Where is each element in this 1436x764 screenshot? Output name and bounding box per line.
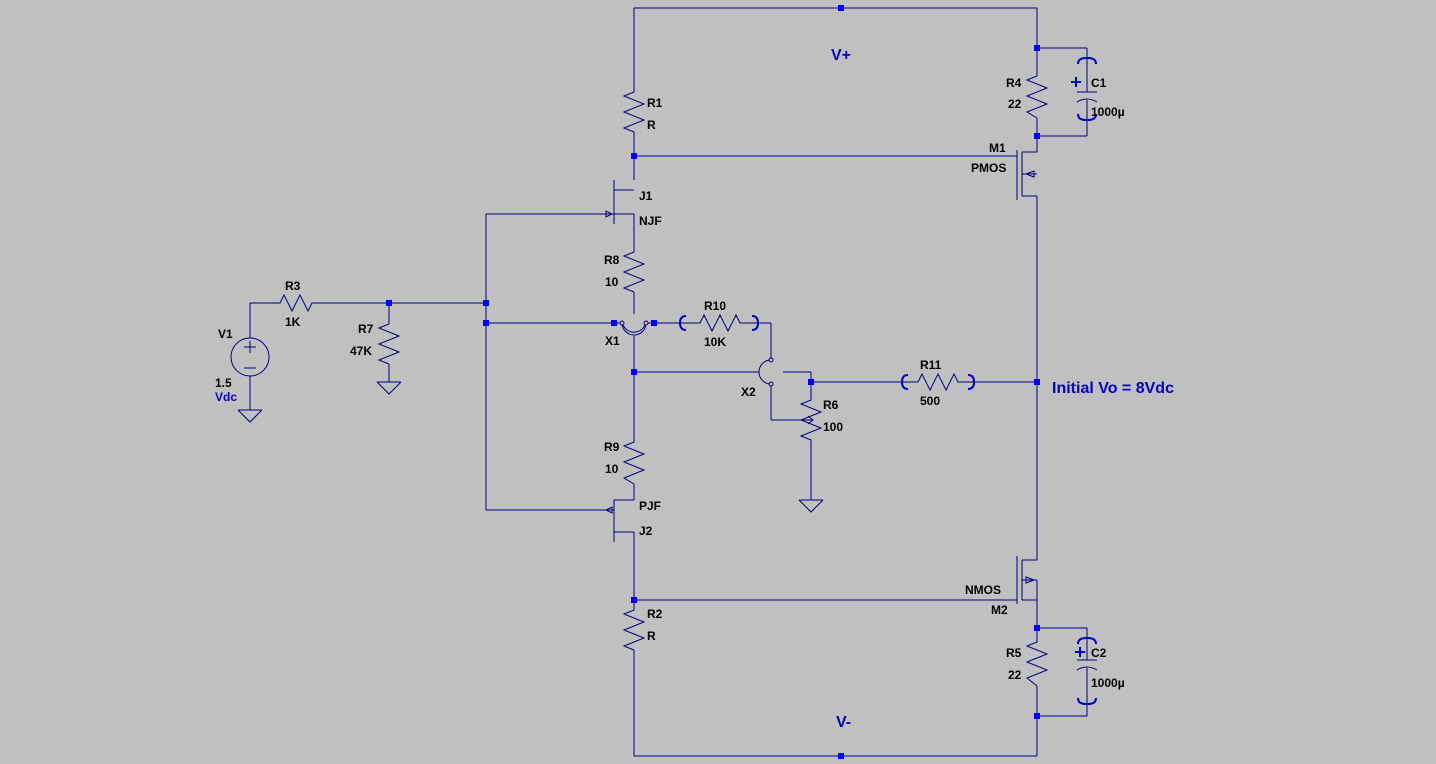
label-r10-value: 10K xyxy=(704,335,726,349)
net-label-vplus: V+ xyxy=(831,47,851,64)
label-c1-value: 1000µ xyxy=(1091,105,1125,119)
capacitor-c2[interactable] xyxy=(1075,637,1098,705)
label-v1-name: V1 xyxy=(218,327,233,341)
resistor-r11[interactable] xyxy=(900,372,976,392)
label-j1-name: J1 xyxy=(639,189,653,203)
label-j1-model: NJF xyxy=(639,214,662,228)
label-r11-name: R11 xyxy=(920,358,942,372)
jfet-j1[interactable] xyxy=(605,210,614,218)
capacitor-c1[interactable] xyxy=(1071,57,1098,121)
label-r6-name: R6 xyxy=(823,398,839,412)
crossover-x2 xyxy=(758,357,774,387)
label-m1-model: PMOS xyxy=(971,161,1006,175)
resistor-r3[interactable] xyxy=(276,293,316,313)
label-r3-name: R3 xyxy=(285,279,301,293)
label-c2-name: C2 xyxy=(1091,646,1107,660)
potentiometer-r6[interactable] xyxy=(799,394,823,446)
resistor-r7[interactable] xyxy=(377,318,401,365)
ground-symbol xyxy=(376,381,402,395)
net-label-vminus: V- xyxy=(836,714,851,731)
label-r6-value: 100 xyxy=(823,420,843,434)
resistor-r1[interactable] xyxy=(622,86,646,134)
resistor-r5[interactable] xyxy=(1025,636,1049,687)
label-j2-name: J2 xyxy=(639,524,653,538)
label-v1-type: Vdc xyxy=(215,390,237,404)
resistor-r4[interactable] xyxy=(1025,72,1049,119)
label-r4-name: R4 xyxy=(1006,76,1022,90)
ground-symbol xyxy=(798,499,824,513)
label-r11-value: 500 xyxy=(920,394,940,408)
resistor-r8[interactable] xyxy=(622,246,646,293)
label-c2-value: 1000µ xyxy=(1091,676,1125,690)
label-m2-name: M2 xyxy=(991,603,1008,617)
label-r2-value: R xyxy=(647,629,656,643)
label-r9-value: 10 xyxy=(605,462,619,476)
mosfet-m1[interactable] xyxy=(1024,170,1035,178)
label-r2-name: R2 xyxy=(647,607,663,621)
net-label-output: Initial Vo = 8Vdc xyxy=(1052,380,1174,397)
label-j2-model: PJF xyxy=(639,499,661,513)
label-r9-name: R9 xyxy=(604,440,620,454)
label-x1-name: X1 xyxy=(605,334,620,348)
jfet-j2[interactable] xyxy=(604,506,613,514)
resistor-r9[interactable] xyxy=(622,436,646,485)
label-r10-name: R10 xyxy=(704,299,726,313)
label-x2-name: X2 xyxy=(741,385,756,399)
label-r8-value: 10 xyxy=(605,275,619,289)
label-r4-value: 22 xyxy=(1008,97,1022,111)
mosfet-m2[interactable] xyxy=(1025,576,1036,584)
label-r7-value: 47K xyxy=(350,344,372,358)
voltage-source-v1[interactable] xyxy=(230,337,270,377)
label-m1-name: M1 xyxy=(989,141,1006,155)
label-r1-value: R xyxy=(647,118,656,132)
label-v1-value: 1.5 xyxy=(215,376,232,390)
label-r7-name: R7 xyxy=(358,322,374,336)
resistor-r2[interactable] xyxy=(622,604,646,651)
label-r5-name: R5 xyxy=(1006,646,1022,660)
label-r5-value: 22 xyxy=(1008,668,1022,682)
junction-nodes xyxy=(386,5,1040,759)
ground-symbol xyxy=(237,409,263,423)
label-m2-model: NMOS xyxy=(965,583,1001,597)
label-r3-value: 1K xyxy=(285,315,301,329)
label-r8-name: R8 xyxy=(604,253,620,267)
crossover-x1 xyxy=(614,320,654,336)
resistor-r10[interactable] xyxy=(678,313,760,333)
label-c1-name: C1 xyxy=(1091,76,1107,90)
label-r1-name: R1 xyxy=(647,96,663,110)
